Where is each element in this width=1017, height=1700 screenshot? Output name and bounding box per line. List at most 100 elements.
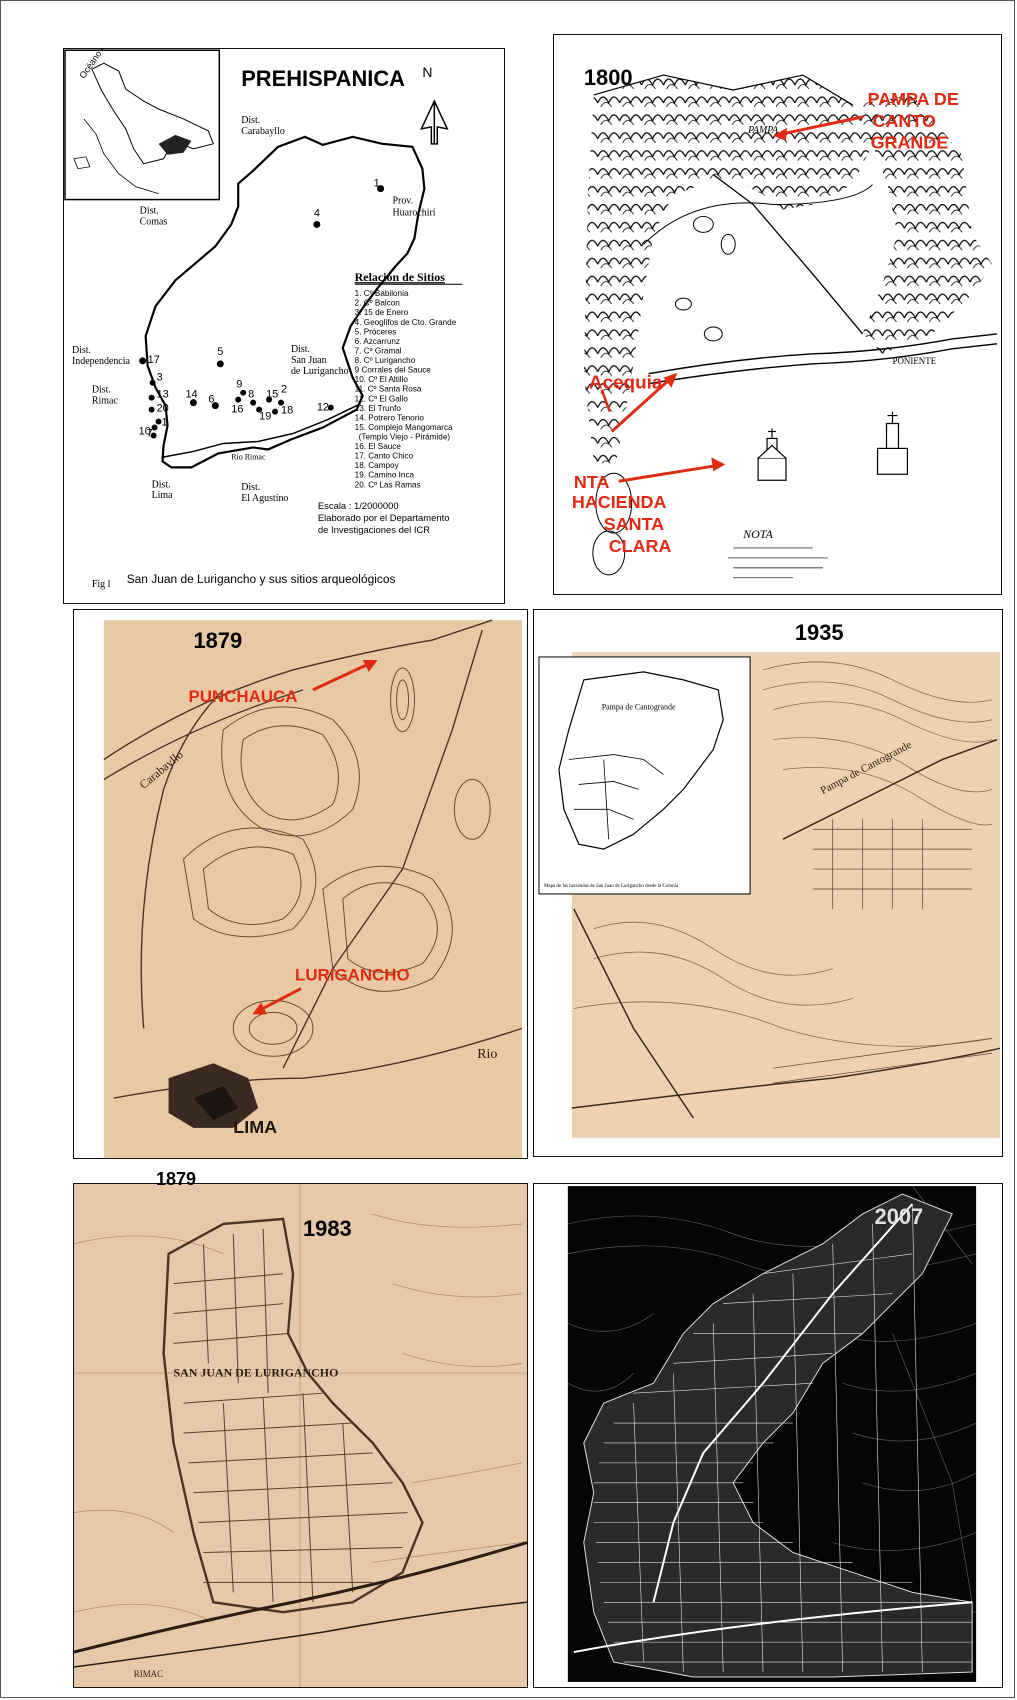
prehispanic-map: Océano Pacífico PREHISPANICA N Dist.Cara… <box>64 49 504 603</box>
year-1879-label: 1879 <box>193 628 242 653</box>
svg-text:6: 6 <box>208 394 214 406</box>
inset-caption: Mapa de las haciendas de San Juan de Lur… <box>544 884 679 889</box>
label-pampa-canto-grande: PAMPA DE CANTO GRANDE <box>868 89 964 153</box>
church-icon <box>757 428 787 481</box>
svg-text:8: 8 <box>248 389 254 401</box>
stray-year-1879: 1879 <box>156 1169 197 1189</box>
legend-site-item: 7. Cº Gramal <box>355 346 402 355</box>
dist-independencia: Dist.Independencia <box>72 345 131 367</box>
svg-text:7: 7 <box>147 427 153 439</box>
legend-site-item: 2. Cº Balcon <box>355 299 400 308</box>
fig-label: Fig l <box>92 579 111 590</box>
dist-rimac: Dist.Rimac <box>92 385 119 407</box>
legend-site-item: 10. Cº El Altillo <box>355 375 409 384</box>
map-1800: PAMPA PONIENTE NOTA 1800 PAMPA DE CANTO … <box>554 35 1001 594</box>
map-1983: SAN JUAN DE LURIGANCHO RIMAC 1983 <box>74 1184 527 1687</box>
svg-text:9: 9 <box>236 379 242 391</box>
legend-site-item: 16. El Sauce <box>355 442 402 451</box>
north-label: N <box>422 64 432 80</box>
dist-agustino: Dist.El Agustino <box>241 482 288 504</box>
legend-site-item: 13. El Trunfo <box>355 404 402 413</box>
legend-site-item: 17. Canto Chico <box>355 452 414 461</box>
legend-site-item: 15. Complejo Mangomarca <box>355 423 453 432</box>
map-1935: Pampa de Cantogrande Pampa de Cantogrand… <box>534 610 1002 1156</box>
svg-text:15: 15 <box>266 389 278 401</box>
credit-line-2: de Investigaciones del ICR <box>318 525 430 536</box>
svg-text:3: 3 <box>157 372 163 384</box>
year-2007-label: 2007 <box>875 1204 924 1229</box>
svg-text:4: 4 <box>314 207 320 219</box>
label-punchauca: PUNCHAUCA <box>188 687 297 706</box>
church-icon <box>876 411 909 475</box>
inset-hacienda-map: Pampa de Cantogrande Mapa de las haciend… <box>538 656 751 895</box>
arrow-lurigancho <box>252 987 302 1015</box>
svg-text:19: 19 <box>259 411 271 423</box>
legend-site-item: 14. Potrero Tenorio <box>355 413 425 422</box>
panel-1879: Carabayllo Rio LIMA 1879 PUNCHAUCA LURIG… <box>73 609 528 1159</box>
legend-title: Relación de Sitios <box>355 270 446 284</box>
scale-label: Escala : 1/2000000 <box>318 501 399 512</box>
map-2007: 2007 <box>534 1184 1002 1687</box>
svg-text:5: 5 <box>217 346 223 358</box>
label-rio: Rio <box>477 1047 497 1062</box>
legend-site-item: 11. Cº Santa Rosa <box>355 385 422 394</box>
svg-text:10: 10 <box>139 426 151 438</box>
year-1983-label: 1983 <box>303 1216 352 1241</box>
legend-site-item: 20. Cº Las Ramas <box>355 480 421 489</box>
year-1800-label: 1800 <box>584 65 633 90</box>
north-arrow-icon: N <box>420 64 449 145</box>
legend-site-item: 6. Azcarrunz <box>355 337 400 346</box>
svg-text:1: 1 <box>374 178 380 190</box>
panel-1935: Pampa de Cantogrande Pampa de Cantogrand… <box>533 609 1003 1157</box>
legend-site-item: 12. Cº El Gallo <box>355 394 409 403</box>
handwritten-pampa: PAMPA <box>747 125 779 136</box>
panel-prehispanic: Océano Pacífico PREHISPANICA N Dist.Cara… <box>63 48 505 604</box>
river-line <box>161 402 361 459</box>
svg-text:13: 13 <box>157 389 169 401</box>
legend-site-item: 9 Corrales del Sauce <box>355 366 432 375</box>
svg-text:12: 12 <box>317 402 329 414</box>
svg-text:16: 16 <box>231 404 243 416</box>
arrow-hacienda <box>618 457 726 483</box>
year-1935-label: 1935 <box>795 620 844 645</box>
label-lima: LIMA <box>233 1117 277 1137</box>
svg-text:14: 14 <box>185 389 197 401</box>
arrow-punchauca <box>312 659 378 692</box>
svg-text:2: 2 <box>281 384 287 396</box>
inset-pampa-label: Pampa de Cantogrande <box>602 703 676 712</box>
panel-2007: 2007 <box>533 1183 1003 1688</box>
label-sjl-1983: SAN JUAN DE LURIGANCHO <box>174 1365 339 1379</box>
label-lurigancho: LURIGANCHO <box>295 966 410 985</box>
legend-site-item: 8. Cº Lurigancho <box>355 356 416 365</box>
prehispanic-title: PREHISPANICA <box>241 66 405 91</box>
svg-text:18: 18 <box>281 405 293 417</box>
urban-grid <box>573 1193 973 1678</box>
dist-carabayllo: Dist.Carabayllo <box>241 115 285 137</box>
handwritten-nota: NOTA <box>742 527 773 541</box>
inset-map: Océano Pacífico <box>64 49 221 201</box>
river-label: Río Rimac <box>231 452 266 461</box>
panel-1983: SAN JUAN DE LURIGANCHO RIMAC 1983 <box>73 1183 528 1688</box>
legend-site-item: 5. Próceres <box>355 327 397 336</box>
label-hacienda-santa-clara: NTA HACIENDA SANTA CLARA <box>572 472 672 556</box>
map-1879: Carabayllo Rio LIMA 1879 PUNCHAUCA LURIG… <box>74 610 527 1158</box>
svg-text:17: 17 <box>148 354 160 366</box>
arrow-acequia <box>600 372 678 433</box>
legend-site-item: 18. Campoy <box>355 461 400 470</box>
legend-site-item: 4. Geoglifos de Cto. Grande <box>355 318 457 327</box>
dist-comas: Dist.Comas <box>140 206 168 228</box>
credit-line-1: Elaborado por el Departamento <box>318 513 450 524</box>
dist-lima-label: Dist.Lima <box>152 479 174 501</box>
legend-site-item: 3. 15 de Enero <box>355 308 409 317</box>
label-rimac-1983: RIMAC <box>134 1669 163 1679</box>
svg-text:1: 1 <box>162 417 168 429</box>
lima-city-block <box>168 1063 259 1128</box>
panel-1800: PAMPA PONIENTE NOTA 1800 PAMPA DE CANTO … <box>553 34 1002 595</box>
legend-site-item: (Templo Viejo - Pirámide) <box>359 432 451 441</box>
site-markers: 1 4 5 17 3 13 20 1 7 10 14 6 16 9 8 19 1… <box>139 178 385 439</box>
handwritten-poniente: PONIENTE <box>892 356 936 366</box>
svg-text:20: 20 <box>157 403 169 415</box>
